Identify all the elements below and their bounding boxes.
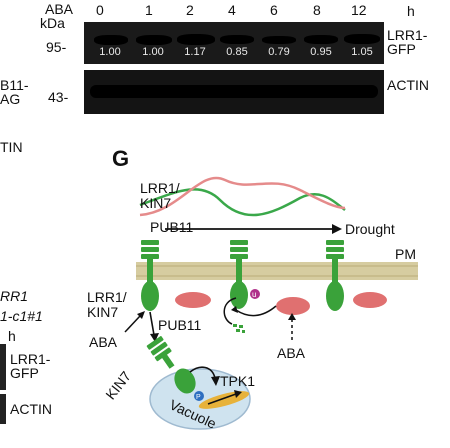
band-lane-7 <box>344 34 380 44</box>
lrr1-cropped-label: RR1 <box>0 288 29 304</box>
tpk1-output-arrow <box>207 393 237 405</box>
aba-arrow-1 <box>124 315 141 333</box>
quant-value-4: 0.85 <box>226 46 248 58</box>
timepoint-6: 6 <box>270 2 278 18</box>
lrr1-gfp-cropped-2: GFP <box>10 365 39 381</box>
drought-arrowhead <box>332 224 342 234</box>
lrr1-gfp-label-1: LRR1- <box>387 27 428 43</box>
band-lane-4 <box>220 35 254 44</box>
pub11-label: PUB11 <box>158 317 202 333</box>
quant-value-6: 0.95 <box>310 46 332 58</box>
pm-label: PM <box>395 246 416 262</box>
curve-label-lrr1: LRR1/ <box>140 180 180 196</box>
quant-value-1: 1.00 <box>99 46 121 58</box>
lrr1-gfp-cropped-1: LRR1- <box>10 351 51 367</box>
degradation-arrow <box>223 297 237 325</box>
band-lane-2 <box>136 35 172 45</box>
pub11-curve <box>139 176 346 217</box>
ubiquitination-arrow <box>235 305 277 317</box>
quant-value-7: 1.05 <box>351 46 373 58</box>
curve-label-pub11: PUB11 <box>150 219 194 235</box>
receptor-label-lrr1: LRR1/ <box>87 289 127 305</box>
pub11-oval-1 <box>175 292 211 308</box>
actin-blot <box>84 70 384 114</box>
actin-cropped-label-2: ACTIN <box>10 401 52 417</box>
timepoint-4: 4 <box>228 2 236 18</box>
kda-label: kDa <box>40 15 65 31</box>
actin-band <box>90 85 378 98</box>
actin-cropped-label: TIN <box>0 139 23 155</box>
receptor-3 <box>326 240 344 311</box>
phosphorylation-arrow <box>189 366 216 379</box>
band-lane-5 <box>262 36 296 44</box>
pub11-flag-label-1: B11- <box>0 77 29 93</box>
quant-value-3: 1.17 <box>184 46 206 58</box>
pub11-oval-2 <box>276 297 310 315</box>
quant-value-5: 0.79 <box>268 46 290 58</box>
membrane-pattern <box>136 265 418 277</box>
timepoint-12: 12 <box>351 2 367 18</box>
aba-treatment-label: ABA <box>45 1 74 17</box>
panel-letter-g: G <box>112 146 130 171</box>
band-lane-1 <box>94 35 128 45</box>
curve-label-kin7: KIN7 <box>140 195 171 211</box>
hour-cropped-label: h <box>8 328 16 344</box>
internalized-kin7 <box>146 336 175 369</box>
phosphate-mark <box>194 391 204 401</box>
ubiquitination-arrowhead <box>231 306 238 313</box>
timepoint-0: 0 <box>96 2 104 18</box>
pub11-flag-label-2: AG <box>0 91 21 107</box>
timepoint-8: 8 <box>313 2 321 18</box>
drought-label: Drought <box>345 221 395 237</box>
actin-label: ACTIN <box>387 77 429 93</box>
lrr1-gfp-blot: 1.00 1.00 1.17 0.85 0.79 0.95 1.05 <box>84 22 384 64</box>
receptor-2 <box>230 240 248 309</box>
plasma-membrane <box>136 262 418 280</box>
receptor-1 <box>141 240 159 311</box>
kin7-kinase-domain <box>174 368 196 394</box>
timepoint-1: 1 <box>145 2 153 18</box>
mw-95-marker: 95- <box>46 39 67 55</box>
kin7-label: KIN7 <box>102 368 134 403</box>
band-lane-3 <box>177 34 215 45</box>
quant-value-2: 1.00 <box>142 46 164 58</box>
phosphate-label: P <box>196 394 201 401</box>
mw-43-marker: 43- <box>48 89 69 105</box>
lrr1-gfp-label-2: GFP <box>387 41 416 57</box>
timepoint-2: 2 <box>186 2 194 18</box>
pub11-oval-3 <box>353 292 387 308</box>
tpk1-label: TPK1 <box>220 373 255 389</box>
left-blot-edge-2 <box>0 394 6 424</box>
degraded-fragments <box>233 324 245 333</box>
aba-label-1: ABA <box>89 334 118 350</box>
ubiquitin-label: u <box>252 290 256 299</box>
line-cropped-label: 1-c1#1 <box>0 308 43 324</box>
aba-label-2: ABA <box>277 345 306 361</box>
ubiquitin-mark <box>250 289 260 299</box>
left-blot-edge-1 <box>0 344 6 390</box>
hour-unit-label: h <box>407 3 415 19</box>
lrr1-kin7-curve <box>139 188 346 217</box>
band-lane-6 <box>304 35 338 44</box>
receptor-label-kin7: KIN7 <box>87 304 118 320</box>
endocytosis-arrow <box>149 311 155 336</box>
